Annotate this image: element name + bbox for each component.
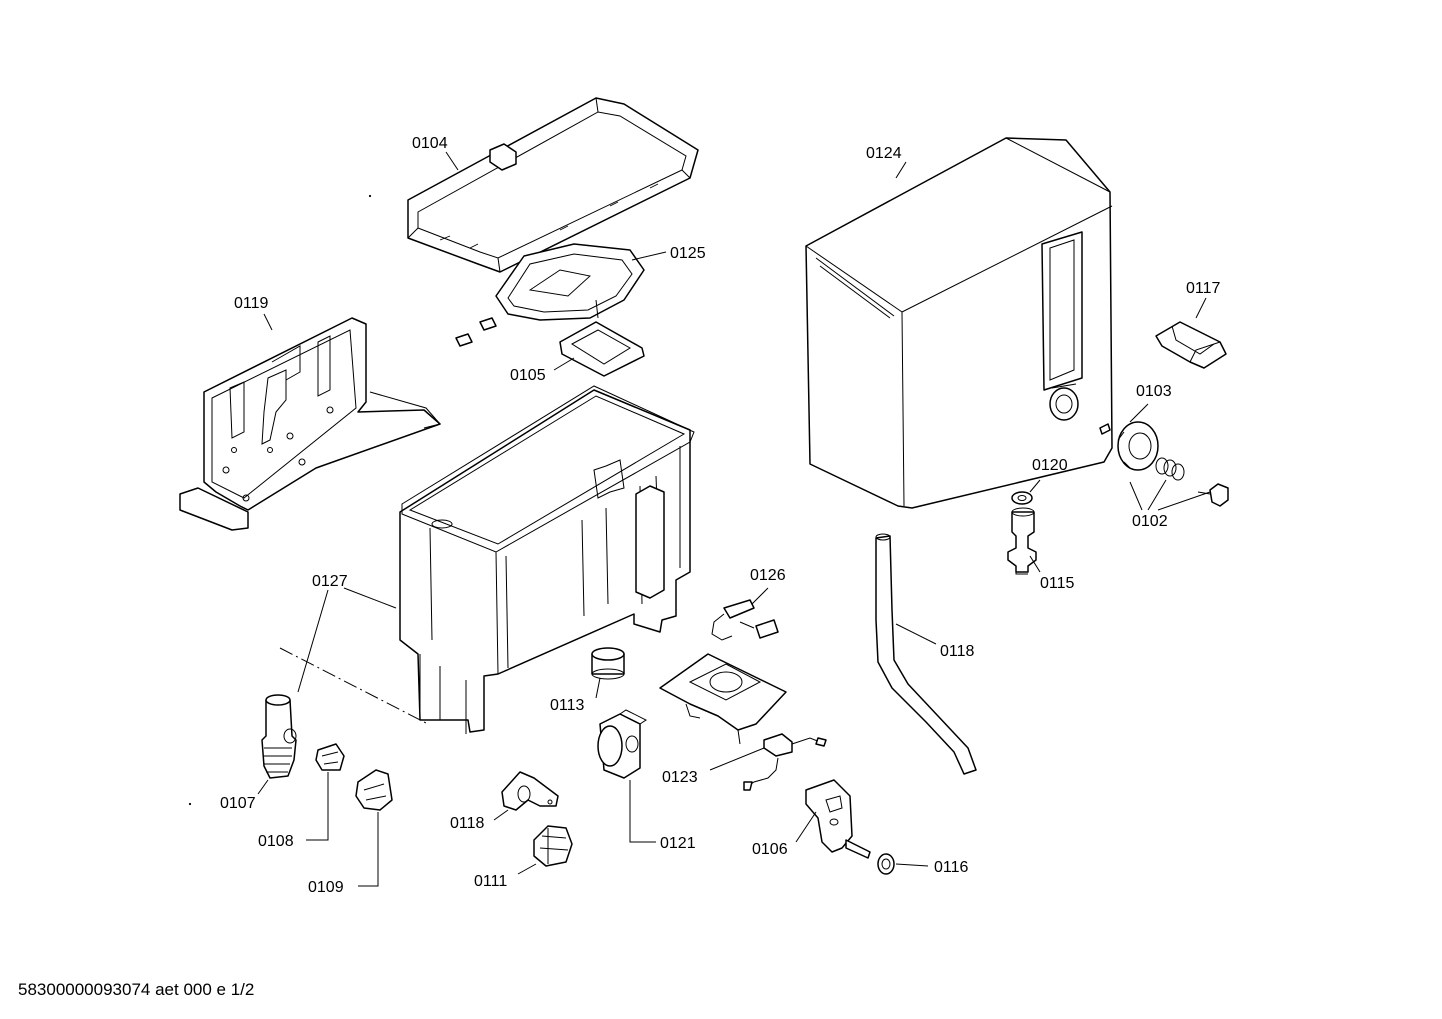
callout-0121: 0121 bbox=[660, 835, 696, 852]
part-small-clips bbox=[455, 317, 497, 347]
assembly-guide-line bbox=[279, 647, 429, 725]
callout-0126: 0126 bbox=[750, 567, 786, 584]
part-0102-springs bbox=[1155, 457, 1229, 507]
callout-0117: 0117 bbox=[1186, 280, 1221, 297]
part-0123-relay bbox=[743, 733, 827, 791]
part-0124-housing bbox=[805, 137, 1113, 509]
callout-0119: 0119 bbox=[234, 295, 269, 312]
part-0116-ring bbox=[877, 853, 895, 875]
callout-labels: 0104 0125 0105 0119 0124 0117 0103 0120 … bbox=[220, 135, 1221, 896]
part-0117-switch bbox=[1155, 321, 1227, 369]
part-0113-cap bbox=[591, 647, 625, 680]
part-0127-water-tank bbox=[399, 385, 695, 734]
part-0108-clip bbox=[315, 743, 345, 771]
callout-0106: 0106 bbox=[752, 841, 788, 858]
callout-0118-valve: 0118 bbox=[450, 815, 485, 832]
callout-0118-tube: 0118 bbox=[940, 643, 975, 660]
stray-mark bbox=[188, 802, 192, 806]
part-0111-terminal-block bbox=[533, 825, 573, 867]
part-0109-clip bbox=[355, 769, 393, 811]
part-0126-sensor bbox=[711, 599, 779, 641]
part-0107-hose-fitting bbox=[261, 694, 297, 779]
part-mounting-plate bbox=[659, 653, 787, 745]
part-0118-tube bbox=[875, 533, 977, 775]
part-0119-bracket bbox=[179, 317, 441, 531]
part-0121-pump bbox=[597, 709, 647, 779]
part-0106-thermostat bbox=[805, 779, 871, 859]
callout-0125: 0125 bbox=[670, 245, 706, 262]
document-id: 58300000093074 aet 000 e 1/2 bbox=[18, 980, 255, 999]
callout-0115: 0115 bbox=[1040, 575, 1075, 592]
part-0115-connector bbox=[1007, 507, 1037, 575]
stray-mark bbox=[368, 194, 372, 198]
part-0125-gasket bbox=[495, 243, 645, 321]
callout-0103: 0103 bbox=[1136, 383, 1172, 400]
callout-0107: 0107 bbox=[220, 795, 256, 812]
callout-0120: 0120 bbox=[1032, 457, 1068, 474]
callout-0127: 0127 bbox=[312, 573, 348, 590]
callout-0111: 0111 bbox=[474, 873, 507, 890]
part-0118-valve bbox=[501, 771, 559, 811]
callout-0104: 0104 bbox=[412, 135, 448, 152]
part-0120-washer bbox=[1011, 491, 1033, 505]
part-0103-knob bbox=[1099, 421, 1159, 471]
leader-lines bbox=[257, 151, 1211, 887]
part-0104-lid-tray bbox=[407, 97, 699, 273]
part-0105-seal bbox=[559, 321, 645, 377]
callout-0124: 0124 bbox=[866, 145, 902, 162]
callout-0109: 0109 bbox=[308, 879, 344, 896]
callout-0105: 0105 bbox=[510, 367, 546, 384]
callout-0108: 0108 bbox=[258, 833, 294, 850]
callout-0102: 0102 bbox=[1132, 513, 1168, 530]
callout-0116: 0116 bbox=[934, 859, 969, 876]
callout-0113: 0113 bbox=[550, 697, 585, 714]
callout-0123: 0123 bbox=[662, 769, 698, 786]
